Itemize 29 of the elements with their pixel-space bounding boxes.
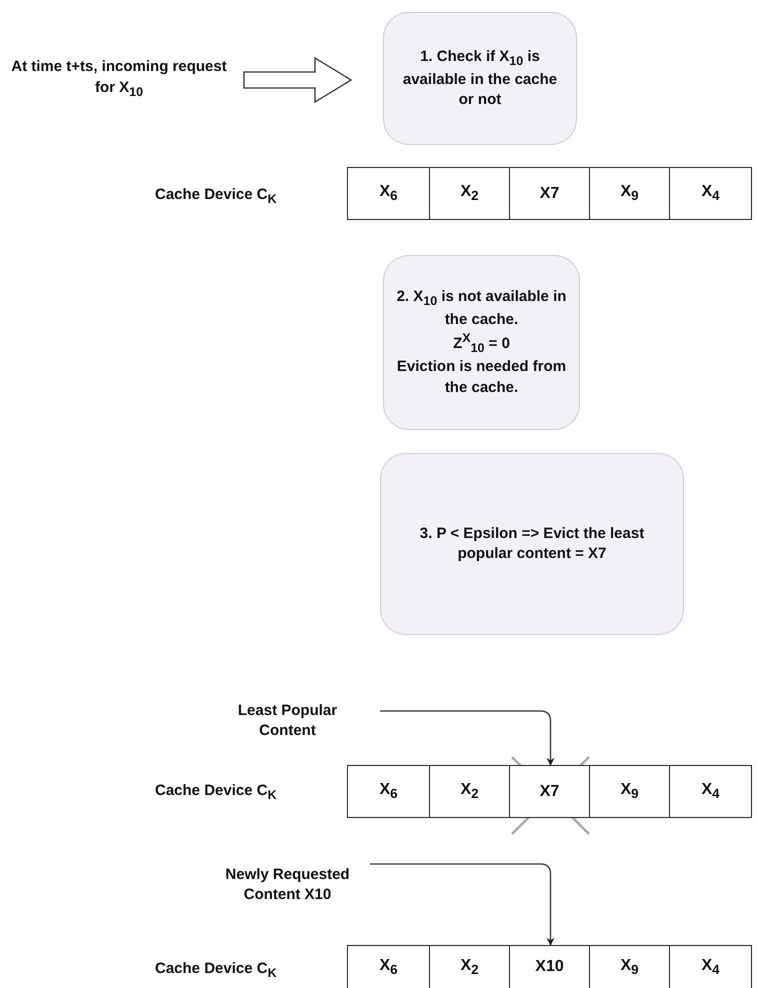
cache-device-label: Cache Device C$_{K}$ <box>155 186 277 206</box>
cache-slot: X7 <box>509 765 590 818</box>
cache-slot: X$_{6}$ <box>347 765 430 818</box>
step-text: Z$^{X}$$_{10}$ = 0 <box>453 330 510 358</box>
cache-slot: X$_{4}$ <box>669 765 752 818</box>
cache-slot: X7 <box>509 167 590 220</box>
cache-device-label: Cache Device C$_{K}$ <box>155 782 277 802</box>
cache-slot: X$_{9}$ <box>589 167 670 220</box>
arrow <box>370 863 554 946</box>
step-box <box>383 12 577 145</box>
cache-device-label: Cache Device C$_{K}$ <box>155 960 277 980</box>
cache-slot: X$_{9}$ <box>589 765 670 818</box>
annotation-text: At time t+ts, incoming request for X$_{10}$ <box>8 52 230 106</box>
arrow <box>380 710 554 766</box>
step-text: 3. P < Epsilon => Evict the least popular content = X7 <box>418 524 646 564</box>
cache-slot: X$_{6}$ <box>347 945 430 988</box>
block-arrow <box>243 56 352 104</box>
step-text: 2. X$_{10}$ is not available in the cache. <box>396 287 567 330</box>
cache-slot: X$_{6}$ <box>347 167 430 220</box>
step-box <box>383 255 580 430</box>
step-text: Eviction is needed from the cache. <box>396 357 567 398</box>
annotation-text: Least Popular Content <box>215 695 360 747</box>
step-text: 1. Check if X$_{10}$ is available in the cache or not <box>402 46 558 110</box>
step-box <box>380 453 684 635</box>
cache-slot: X$_{2}$ <box>429 167 510 220</box>
cache-slot: X$_{2}$ <box>429 765 510 818</box>
cache-slot: X$_{4}$ <box>669 167 752 220</box>
cache-slot: X$_{4}$ <box>669 945 752 988</box>
annotation-text: Newly Requested Content X10 <box>225 848 350 922</box>
